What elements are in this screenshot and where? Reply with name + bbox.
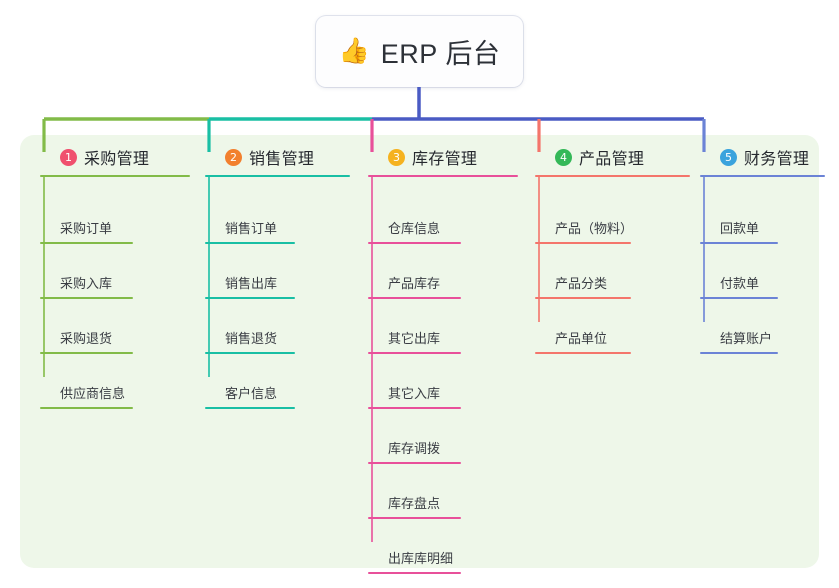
branch-item-label: 付款单 <box>720 276 760 291</box>
branch-title: 采购管理 <box>84 151 150 168</box>
branch-item-underline <box>700 242 778 244</box>
branch-item-underline <box>368 407 461 409</box>
thumbs-up-icon: 👍 <box>338 37 370 65</box>
branch-item[interactable]: 产品（物料） <box>535 221 633 244</box>
branch-item-underline <box>205 242 295 244</box>
branch-column: 3 库存管理仓库信息产品库存其它出库其它入库库存调拨库存盘点出库库明细 <box>368 146 518 574</box>
branch-number-badge: 4 <box>555 148 572 166</box>
branch-item-underline <box>205 297 295 299</box>
branch-item-underline <box>700 297 778 299</box>
root-node-card[interactable]: 👍 ERP 后台 <box>316 16 523 87</box>
branch-title: 库存管理 <box>412 151 478 168</box>
branch-item-underline <box>368 297 461 299</box>
branch-item-label: 出库库明细 <box>388 551 454 566</box>
branch-header-underline <box>535 175 690 177</box>
branch-number-badge: 2 <box>225 148 242 166</box>
branch-column: 2 销售管理销售订单销售出库销售退货客户信息 <box>205 146 350 409</box>
branch-header-5[interactable]: 5 财务管理 <box>700 146 825 168</box>
branch-item[interactable]: 其它入库 <box>368 386 461 409</box>
branch-item-underline <box>535 297 631 299</box>
branch-item[interactable]: 销售退货 <box>205 331 295 354</box>
branch-item-label: 采购订单 <box>60 221 113 236</box>
branch-header-underline <box>205 175 350 177</box>
branch-item-label: 销售退货 <box>225 331 278 346</box>
branch-item-list: 回款单付款单结算账户 <box>700 177 825 354</box>
branch-item-label: 结算账户 <box>720 331 773 346</box>
branch-item-underline <box>368 517 461 519</box>
branch-item-underline <box>205 407 295 409</box>
branch-item[interactable]: 产品库存 <box>368 276 461 299</box>
branch-item-label: 产品库存 <box>388 276 441 291</box>
branch-item[interactable]: 产品单位 <box>535 331 631 354</box>
branch-header-underline <box>40 175 190 177</box>
branch-item[interactable]: 仓库信息 <box>368 221 461 244</box>
branch-item[interactable]: 销售订单 <box>205 221 295 244</box>
branch-column: 4 产品管理产品（物料） 产品分类产品单位 <box>535 146 690 354</box>
branch-item[interactable]: 库存调拨 <box>368 441 461 464</box>
diagram-panel-background <box>20 135 819 568</box>
branch-item[interactable]: 其它出库 <box>368 331 461 354</box>
branch-item-underline <box>535 352 631 354</box>
branch-number-badge: 1 <box>60 148 77 166</box>
branch-item-list: 仓库信息产品库存其它出库其它入库库存调拨库存盘点出库库明细 <box>368 177 518 574</box>
branch-item-label: 仓库信息 <box>388 221 441 236</box>
branch-item-label: 产品（物料） <box>555 221 634 236</box>
branch-item-list: 销售订单销售出库销售退货客户信息 <box>205 177 350 409</box>
branch-item[interactable]: 出库库明细 <box>368 551 461 574</box>
branch-item[interactable]: 供应商信息 <box>40 386 133 409</box>
branch-item-label: 采购退货 <box>60 331 113 346</box>
branch-item-label: 其它入库 <box>388 386 441 401</box>
branch-item-underline <box>40 297 133 299</box>
root-node-content: 👍 ERP 后台 <box>339 32 501 71</box>
branch-header-1[interactable]: 1 采购管理 <box>40 146 190 168</box>
branch-column: 5 财务管理回款单付款单结算账户 <box>700 146 825 354</box>
root-node-label: ERP 后台 <box>380 39 501 69</box>
branch-item-label: 采购入库 <box>60 276 113 291</box>
branch-header-2[interactable]: 2 销售管理 <box>205 146 350 168</box>
branch-header-underline <box>700 175 825 177</box>
branch-item[interactable]: 库存盘点 <box>368 496 461 519</box>
branch-title: 产品管理 <box>579 151 645 168</box>
branch-number-badge: 3 <box>388 148 405 166</box>
branch-item-underline <box>205 352 295 354</box>
branch-item[interactable]: 销售出库 <box>205 276 295 299</box>
branch-header-3[interactable]: 3 库存管理 <box>368 146 518 168</box>
branch-item[interactable]: 采购入库 <box>40 276 133 299</box>
branch-column: 1 采购管理采购订单采购入库采购退货供应商信息 <box>40 146 190 409</box>
branch-item-label: 库存盘点 <box>388 496 441 511</box>
branch-item-label: 库存调拨 <box>388 441 441 456</box>
branch-item-label: 销售订单 <box>225 221 278 236</box>
branch-item-underline <box>368 352 461 354</box>
branch-item-label: 产品分类 <box>555 276 608 291</box>
branch-item-label: 供应商信息 <box>60 386 126 401</box>
branch-item[interactable]: 采购退货 <box>40 331 133 354</box>
branch-item-underline <box>368 572 461 574</box>
branch-item-label: 销售出库 <box>225 276 278 291</box>
branch-item[interactable]: 付款单 <box>700 276 778 299</box>
branch-item-underline <box>40 352 133 354</box>
branch-item-list: 采购订单采购入库采购退货供应商信息 <box>40 177 190 409</box>
branch-header-underline <box>368 175 518 177</box>
branch-item[interactable]: 采购订单 <box>40 221 133 244</box>
branch-title: 销售管理 <box>249 151 315 168</box>
branch-item-underline <box>368 462 461 464</box>
branch-number-badge: 5 <box>720 148 737 166</box>
branch-item-underline <box>40 407 133 409</box>
branch-item-label: 客户信息 <box>225 386 278 401</box>
branch-item[interactable]: 结算账户 <box>700 331 778 354</box>
branch-item[interactable]: 客户信息 <box>205 386 295 409</box>
branch-header-4[interactable]: 4 产品管理 <box>535 146 690 168</box>
branch-item[interactable]: 产品分类 <box>535 276 631 299</box>
branch-item[interactable]: 回款单 <box>700 221 778 244</box>
branch-item-label: 产品单位 <box>555 331 608 346</box>
branch-item-label: 其它出库 <box>388 331 441 346</box>
branch-item-underline <box>535 242 631 244</box>
branch-item-underline <box>700 352 778 354</box>
branch-item-list: 产品（物料） 产品分类产品单位 <box>535 177 690 354</box>
branch-item-underline <box>368 242 461 244</box>
branch-title: 财务管理 <box>744 151 810 168</box>
branch-item-label: 回款单 <box>720 221 760 236</box>
branch-item-underline <box>40 242 133 244</box>
